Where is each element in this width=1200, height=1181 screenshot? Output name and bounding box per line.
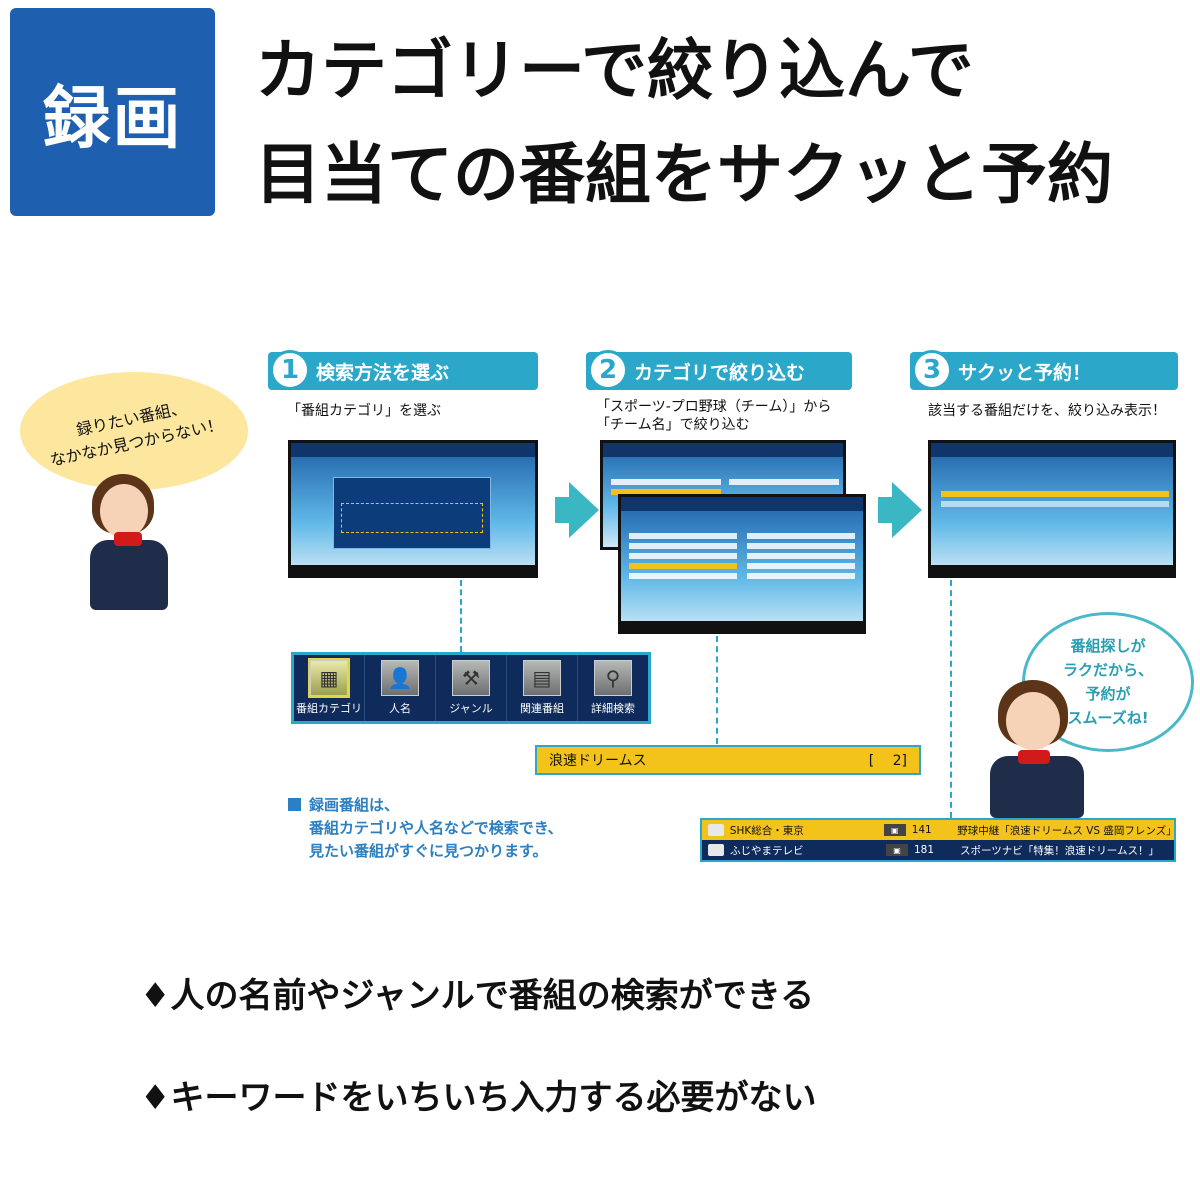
menu-item-label: 番組カテゴリ xyxy=(296,702,362,715)
step-1-number: 1 xyxy=(270,350,310,390)
note-line-2: 番組カテゴリや人名などで検索でき、 xyxy=(309,819,563,837)
station-logo-icon xyxy=(708,824,724,836)
headline-line-2: 目当ての番組をサクッと予約 xyxy=(255,136,1113,213)
search-method-menu: ▦ 番組カテゴリ 👤 人名 ⚒ ジャンル ▤ 関連番組 ⚲ 詳細検索 xyxy=(291,652,651,724)
team-selection-bar[interactable]: 浪速ドリームス [ 2] xyxy=(535,745,921,775)
speech-bubble-left: 録りたい番組、 なかなか見つからない！ xyxy=(20,372,248,490)
menu-item-label: 関連番組 xyxy=(520,702,564,715)
screen-results xyxy=(928,440,1176,578)
grid-icon: ▦ xyxy=(308,658,350,698)
bubble-right-line-1: 番組探しが xyxy=(1070,637,1146,655)
screen-category-select xyxy=(288,440,538,578)
menu-item-genre[interactable]: ⚒ ジャンル xyxy=(436,655,507,721)
menu-item-detail-search[interactable]: ⚲ 詳細検索 xyxy=(578,655,648,721)
result-station: SHK総合・東京 xyxy=(729,824,804,837)
step-3-number: 3 xyxy=(912,350,952,390)
menu-item-person[interactable]: 👤 人名 xyxy=(365,655,436,721)
step-3-description: 該当する番組だけを、絞り込み表示！ xyxy=(928,403,1166,419)
channel-icon: ▣ xyxy=(883,824,906,836)
step-3-title: サクッと予約！ xyxy=(958,361,1092,384)
connector-step-2 xyxy=(716,636,718,744)
step-3-header: サクッと予約！ 3 xyxy=(910,350,1178,390)
arrow-2 xyxy=(878,482,922,538)
channel-icon: ▣ xyxy=(886,844,908,856)
menu-item-label: 詳細検索 xyxy=(591,702,635,715)
person-icon: 👤 xyxy=(381,660,419,696)
square-bullet-icon xyxy=(288,798,301,811)
step-1-header: 検索方法を選ぶ 1 xyxy=(268,350,538,390)
related-icon: ▤ xyxy=(523,660,561,696)
search-results-list: SHK総合・東京 ▣ 141 野球中継「浪速ドリームス VS 盛岡フレンズ」 ふ… xyxy=(700,818,1177,862)
result-title: 野球中継「浪速ドリームス VS 盛岡フレンズ」 xyxy=(957,824,1177,837)
result-channel: 141 xyxy=(911,824,932,836)
bubble-right-line-3: 予約が xyxy=(1085,685,1131,703)
connector-step-3 xyxy=(950,580,952,818)
team-name: 浪速ドリームス xyxy=(549,753,647,769)
magnifier-icon: ⚲ xyxy=(594,660,632,696)
step-2-description: 「スポーツ‐プロ野球（チーム）」から 「チーム名」で絞り込む xyxy=(596,398,831,434)
step-2-title: カテゴリで絞り込む xyxy=(634,361,806,384)
menu-item-category[interactable]: ▦ 番組カテゴリ xyxy=(294,655,365,721)
step-2-desc-line-1: 「スポーツ‐プロ野球（チーム）」から xyxy=(596,399,832,415)
arrow-1 xyxy=(555,482,599,538)
feature-note: 録画番組は、 番組カテゴリや人名などで検索でき、 見たい番組がすぐに見つかります… xyxy=(288,794,563,863)
station-logo-icon xyxy=(708,844,724,856)
bubble-right-line-4: スムーズね! xyxy=(1067,709,1149,727)
result-channel: 181 xyxy=(914,844,935,856)
result-row[interactable]: SHK総合・東京 ▣ 141 野球中継「浪速ドリームス VS 盛岡フレンズ」 xyxy=(702,820,1177,840)
result-station: ふじやまテレビ xyxy=(730,844,804,857)
menu-item-label: 人名 xyxy=(389,702,411,715)
screen-team-list xyxy=(618,494,866,634)
team-count: [ 2] xyxy=(868,753,907,769)
feature-bullet-1: ♦人の名前やジャンルで番組の検索ができる xyxy=(140,976,815,1016)
bubble-right-line-2: ラクだから、 xyxy=(1062,661,1153,679)
note-line-3: 見たい番組がすぐに見つかります。 xyxy=(309,842,548,860)
step-2-header: カテゴリで絞り込む 2 xyxy=(586,350,852,390)
step-2-desc-line-2: 「チーム名」で絞り込む xyxy=(596,417,750,433)
step-1-description: 「番組カテゴリ」を選ぶ xyxy=(287,403,441,419)
headline-line-1: カテゴリーで絞り込んで xyxy=(255,32,974,109)
menu-item-label: ジャンル xyxy=(449,702,493,715)
step-2-number: 2 xyxy=(588,350,628,390)
note-line-1: 録画番組は、 xyxy=(309,796,400,814)
speech-bubble-right: 番組探しが ラクだから、 予約が スムーズね! xyxy=(1022,612,1194,752)
recording-badge: 録画 xyxy=(10,8,215,216)
smiling-woman-illustration xyxy=(980,676,1090,818)
step-1-title: 検索方法を選ぶ xyxy=(316,361,450,384)
result-title: スポーツナビ「特集！浪速ドリームス！」 xyxy=(960,844,1159,857)
feature-bullet-2: ♦キーワードをいちいち入力する必要がない xyxy=(140,1078,817,1118)
result-row[interactable]: ふじやまテレビ ▣ 181 スポーツナビ「特集！浪速ドリームス！」 xyxy=(702,840,1174,860)
headline: カテゴリーで絞り込んで 目当ての番組をサクッと予約 xyxy=(255,18,1195,226)
worried-woman-illustration xyxy=(88,470,178,610)
genre-icon: ⚒ xyxy=(452,660,490,696)
connector-step-1 xyxy=(460,580,462,652)
menu-item-related[interactable]: ▤ 関連番組 xyxy=(507,655,578,721)
